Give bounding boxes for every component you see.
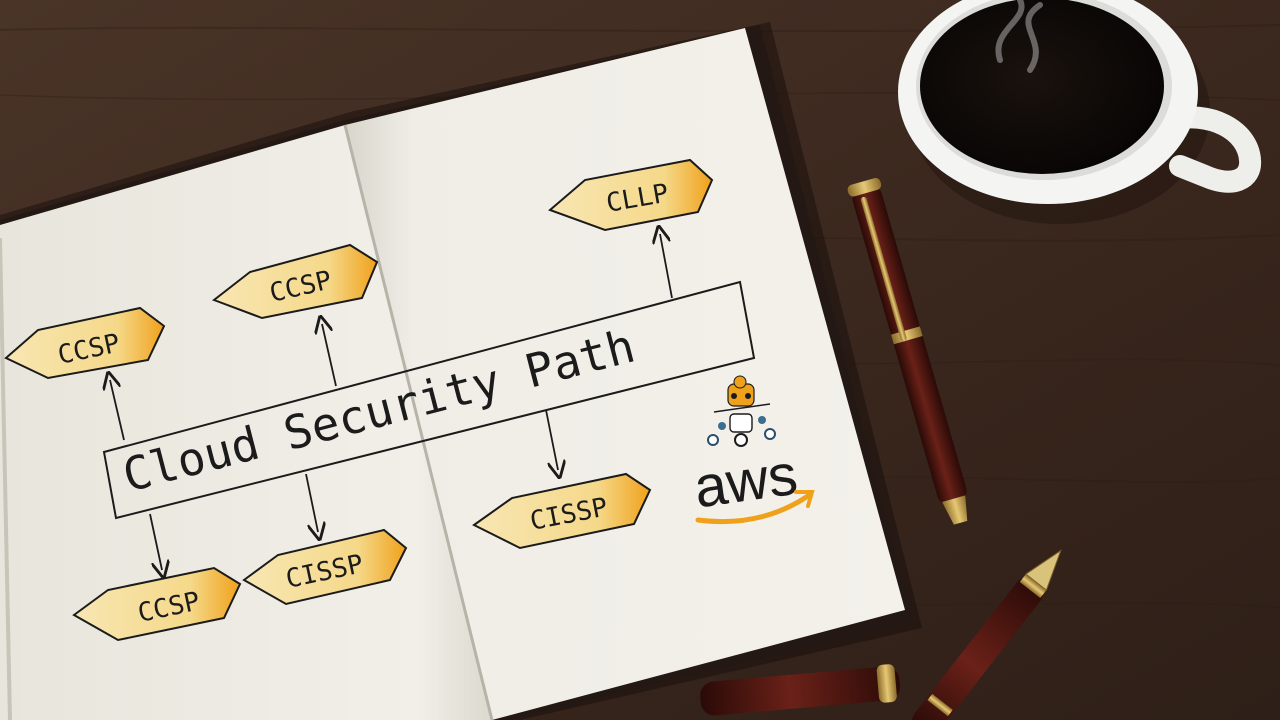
fountain-pen [912, 549, 1062, 720]
arrow-to-cllp [660, 234, 673, 299]
aws-logo: aws [690, 375, 815, 525]
path-arrows [110, 234, 673, 570]
page-edge-left [0, 237, 12, 720]
badge-ccsp-left: CCSP [4, 306, 166, 380]
right-page [345, 28, 905, 720]
badge-ccsp-mid: CCSP [211, 243, 379, 320]
badge-cissp-bottom: CISSP [242, 528, 408, 606]
arrow-to-ccsp-bottom [149, 513, 162, 570]
arrow-to-cissp-bottom [305, 473, 318, 532]
badge-ccsp-bottom: CCSP [72, 566, 242, 642]
aws-smile-arrow [794, 490, 815, 508]
robot-icon [707, 375, 776, 447]
badge-cllp: CLLP [548, 158, 714, 232]
aws-smile [695, 493, 811, 525]
spine-crease [343, 124, 494, 720]
pen-cap [700, 664, 901, 716]
mug-handle [1159, 106, 1262, 193]
ballpoint-pen [847, 178, 968, 525]
steam [995, 0, 1043, 73]
arrow-to-ccsp-mid [322, 324, 337, 387]
coffee-mug [898, 0, 1262, 224]
arrow-to-cissp-right [545, 409, 558, 470]
badge-cissp-right: CISSP [472, 472, 652, 550]
arrow-to-ccsp-left [110, 380, 125, 441]
coffee-surface [920, 0, 1164, 174]
